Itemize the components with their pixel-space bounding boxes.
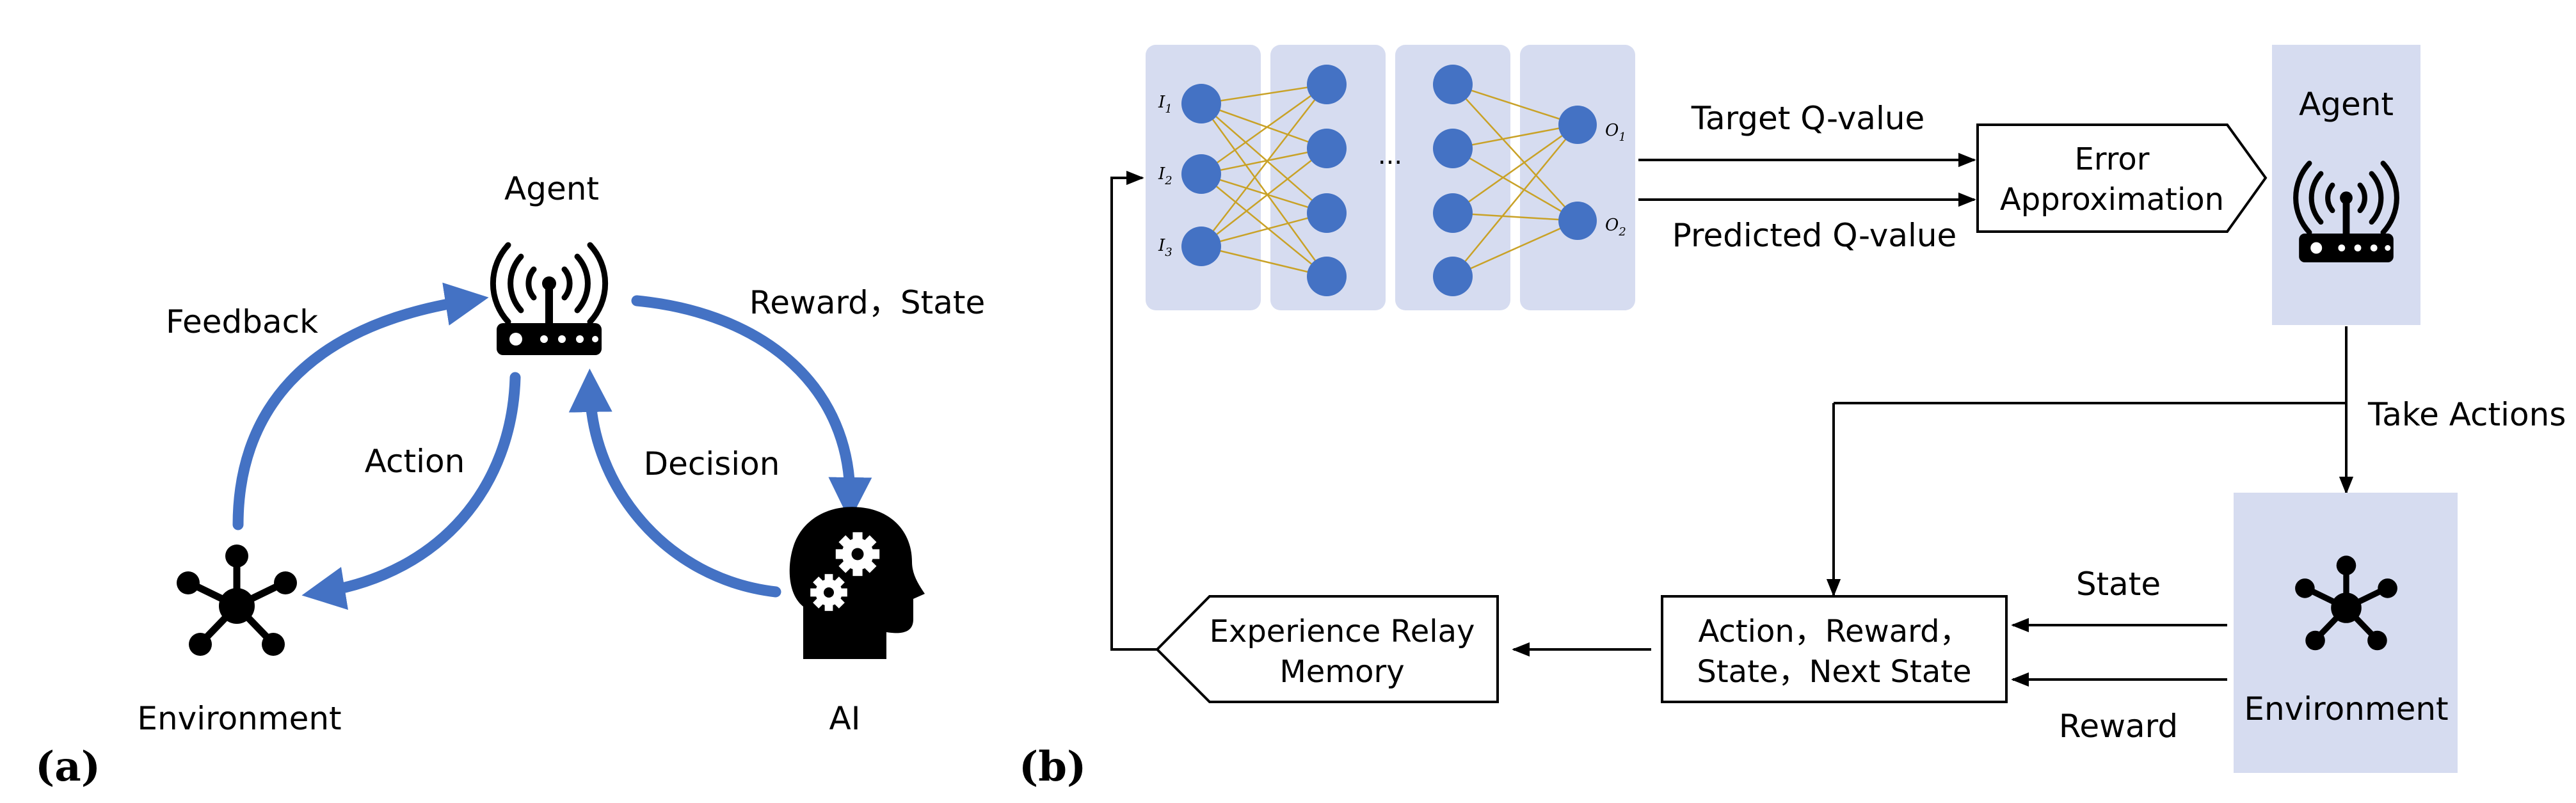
nn-nodes <box>1181 65 1597 296</box>
input-label-3: I3 <box>1158 236 1172 259</box>
nn-edge <box>1452 124 1578 277</box>
router-icon <box>493 245 605 355</box>
nn-edge <box>1452 123 1578 214</box>
target-q-label: Target Q-value <box>1691 100 1925 137</box>
panel-b: ... I1 I2 I3 O1 O2 Target Q-value Predic… <box>1019 45 2566 791</box>
nn-edge <box>1201 173 1327 277</box>
predicted-q-label: Predicted Q-value <box>1672 217 1957 254</box>
nn-edge <box>1201 102 1327 150</box>
nn-column-output <box>1520 45 1635 310</box>
nn-edge <box>1452 123 1578 150</box>
nn-column-hidden-1 <box>1270 45 1386 310</box>
nn-edge <box>1201 147 1327 175</box>
nn-node <box>1433 257 1473 296</box>
nn-edge <box>1201 148 1327 247</box>
nn-node <box>1181 227 1221 266</box>
environment-label-b: Environment <box>2244 690 2448 727</box>
nn-edge <box>1201 103 1327 214</box>
nn-edge <box>1201 212 1327 248</box>
nn-node <box>1181 154 1221 194</box>
nn-node <box>1307 65 1347 104</box>
agent-label-a: Agent <box>504 170 599 207</box>
error-box-line2: Approximation <box>2000 182 2224 218</box>
transition-line1: Action，Reward， <box>1698 614 1970 649</box>
memory-line1: Experience Relay <box>1210 614 1475 649</box>
feedback-arc <box>232 282 489 530</box>
take-actions-label: Take Actions <box>2367 396 2566 433</box>
nn-edge <box>1201 83 1327 175</box>
nn-edge <box>1452 84 1578 221</box>
nn-edge <box>1452 83 1578 126</box>
memory-to-network-line <box>1110 170 1157 651</box>
panel-a-tag: (a) <box>35 743 100 791</box>
environment-panel-b <box>2234 493 2458 773</box>
nn-column-hidden-2 <box>1395 45 1510 310</box>
decision-arc <box>568 369 781 598</box>
reward-state-arc <box>631 295 872 521</box>
network-hub-icon <box>177 545 297 656</box>
transition-box <box>1661 595 2008 703</box>
head-gears-icon <box>789 507 925 659</box>
nn-edge <box>1452 219 1578 278</box>
reward-label-b: Reward <box>2059 708 2178 745</box>
nn-node <box>1558 202 1597 240</box>
panel-a: Agent Feedback Reward，State Action Decis… <box>35 170 985 791</box>
nn-edge <box>1452 212 1578 222</box>
decision-label: Decision <box>644 445 780 482</box>
environment-label-a: Environment <box>137 700 341 737</box>
nn-node <box>1181 84 1221 123</box>
nn-edge <box>1201 173 1327 214</box>
nn-node <box>1558 106 1597 144</box>
action-arc <box>301 372 521 610</box>
memory-line2: Memory <box>1279 654 1404 690</box>
ai-label: AI <box>829 700 861 737</box>
feedback-label: Feedback <box>166 303 318 340</box>
nn-edge <box>1201 84 1327 247</box>
experience-memory-box <box>1155 595 1499 703</box>
nn-edge <box>1201 245 1327 278</box>
nn-edge <box>1452 147 1578 222</box>
nn-ellipsis: ... <box>1378 141 1402 170</box>
nn-node <box>1433 65 1473 104</box>
nn-edges <box>1200 83 1578 278</box>
transition-line2: State，Next State <box>1697 654 1971 690</box>
input-label-1: I1 <box>1158 93 1172 116</box>
nn-node <box>1307 129 1347 168</box>
action-label-a: Action <box>365 443 465 480</box>
panel-b-tag: (b) <box>1019 743 1086 791</box>
error-approximation-box <box>1976 123 2268 233</box>
nn-edge <box>1200 103 1328 277</box>
output-label-1: O1 <box>1605 121 1626 144</box>
nn-node <box>1307 257 1347 296</box>
reward-state-label-a: Reward，State <box>749 284 986 321</box>
nn-node <box>1433 129 1473 168</box>
state-label-b: State <box>2076 566 2161 603</box>
output-label-2: O2 <box>1605 216 1626 239</box>
input-label-2: I2 <box>1158 164 1172 187</box>
nn-edge <box>1201 83 1327 105</box>
nn-node <box>1307 193 1347 233</box>
error-box-line1: Error <box>2075 141 2150 177</box>
agent-label-b: Agent <box>2299 86 2394 123</box>
nn-node <box>1433 193 1473 233</box>
